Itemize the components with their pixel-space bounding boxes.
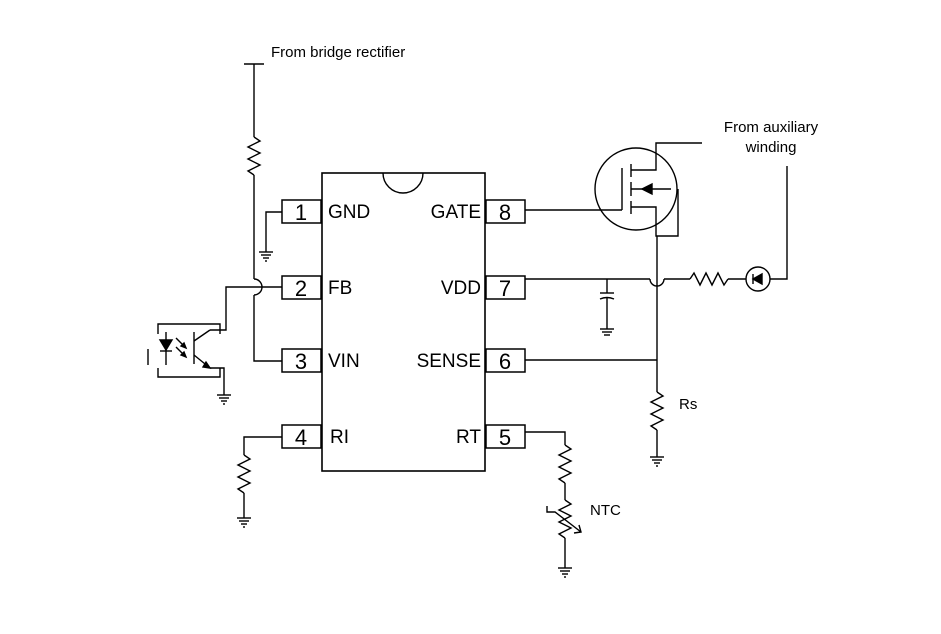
ic-notch bbox=[382, 172, 424, 194]
ground-symbol-gnd-icon bbox=[259, 251, 273, 262]
pin-4-number: 4 bbox=[295, 425, 307, 450]
optocoupler-icon bbox=[147, 323, 231, 405]
ic-package bbox=[321, 172, 486, 472]
pin-1-name: GND bbox=[328, 202, 370, 223]
ri-pin-wiring bbox=[236, 436, 282, 528]
pin-2: 2 FB bbox=[281, 275, 352, 301]
pin-8-number: 8 bbox=[499, 200, 511, 225]
sense-pin-wiring: Rs bbox=[525, 236, 697, 467]
ground-symbol-cap-icon bbox=[600, 328, 614, 336]
pin-5: 5 RT bbox=[456, 424, 526, 450]
pin-6-name: SENSE bbox=[417, 351, 481, 372]
pin-4-name: RI bbox=[330, 427, 349, 448]
pin-2-number: 2 bbox=[295, 276, 307, 301]
ntc-label: NTC bbox=[590, 502, 621, 519]
pin-3-number: 3 bbox=[295, 349, 307, 374]
ground-symbol-ri-icon bbox=[237, 517, 251, 528]
vdd-pin-wiring: From auxiliary winding bbox=[525, 119, 819, 292]
pin-6-number: 6 bbox=[499, 349, 511, 374]
vdd-resistor bbox=[689, 271, 729, 287]
rt-pin-wiring: NTC bbox=[525, 431, 621, 578]
pin-1-number: 1 bbox=[295, 200, 307, 225]
pin-8-name: GATE bbox=[431, 202, 481, 223]
bridge-rectifier-label: From bridge rectifier bbox=[271, 44, 405, 61]
aux-winding-label-line1: From auxiliary bbox=[724, 119, 819, 136]
vdd-capacitor-icon bbox=[599, 279, 615, 336]
ic-body bbox=[321, 172, 486, 472]
pin-5-number: 5 bbox=[499, 425, 511, 450]
ground-symbol-rs-icon bbox=[650, 456, 664, 467]
pin-5-name: RT bbox=[456, 427, 481, 448]
rs-label: Rs bbox=[679, 396, 697, 413]
rt-resistor bbox=[557, 444, 573, 484]
pin-1: 1 GND bbox=[281, 199, 370, 225]
ground-symbol-ntc-icon bbox=[558, 567, 572, 578]
pin-7-name: VDD bbox=[441, 278, 481, 299]
pin-4: 4 RI bbox=[281, 424, 349, 450]
pin-8: 8 GATE bbox=[431, 199, 526, 225]
pin-6: 6 SENSE bbox=[417, 348, 526, 374]
ground-symbol-opto-icon bbox=[217, 394, 231, 405]
startup-resistor bbox=[246, 136, 262, 176]
pin-7-number: 7 bbox=[499, 276, 511, 301]
mosfet-icon bbox=[525, 142, 702, 237]
pin-2-name: FB bbox=[328, 278, 352, 299]
ntc-thermistor-icon bbox=[546, 499, 582, 539]
pin-3-name: VIN bbox=[328, 351, 360, 372]
gnd-pin-wiring bbox=[259, 211, 282, 262]
rs-resistor bbox=[649, 391, 665, 431]
pin-7: 7 VDD bbox=[441, 275, 526, 301]
ri-resistor bbox=[236, 454, 252, 494]
fb-pin-wiring bbox=[210, 286, 282, 331]
bridge-input-branch: From bridge rectifier bbox=[244, 44, 405, 362]
aux-winding-label-line2: winding bbox=[745, 139, 797, 156]
pin-3: 3 VIN bbox=[281, 348, 360, 374]
